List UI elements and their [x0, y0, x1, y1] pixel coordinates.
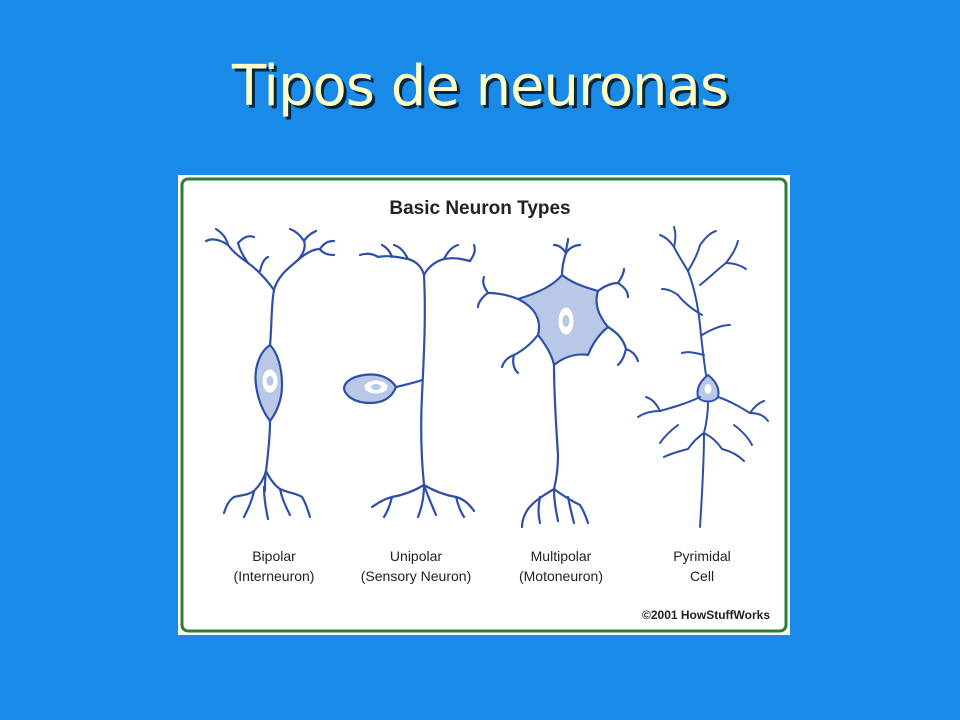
neuron-label-bipolar: Bipolar [252, 548, 296, 564]
figure-frame [180, 177, 788, 633]
neuron-label-pyramidal: Pyrimidal [673, 548, 731, 564]
pyramidal-neuron-illustration [637, 226, 769, 528]
neuron-figure: Basic Neuron Types [178, 175, 790, 635]
neuron-sublabel-pyramidal: Cell [690, 568, 714, 584]
bipolar-neuron-illustration [204, 227, 336, 521]
figure-heading: Basic Neuron Types [389, 198, 570, 219]
neuron-label-multipolar: Multipolar [531, 548, 592, 564]
neuron-sublabel-multipolar: (Motoneuron) [519, 568, 603, 584]
neuron-sublabel-bipolar: (Interneuron) [234, 568, 315, 584]
neuron-sublabel-unipolar: (Sensory Neuron) [361, 568, 472, 584]
copyright-text: ©2001 HowStuffWorks [642, 608, 770, 622]
neuron-label-unipolar: Unipolar [390, 548, 442, 564]
unipolar-neuron-illustration [342, 243, 476, 519]
slide-title: Tipos de neuronas [231, 54, 729, 119]
multipolar-neuron-illustration [476, 237, 640, 529]
